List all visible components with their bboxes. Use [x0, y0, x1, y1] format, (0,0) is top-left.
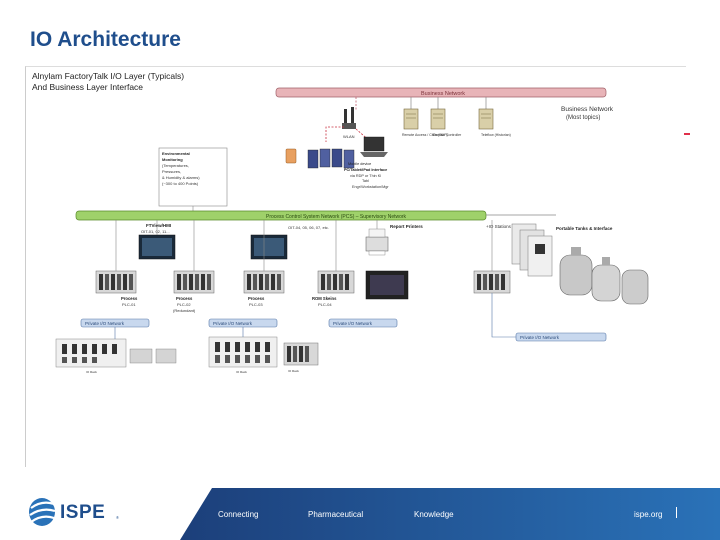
private-io-network-bar [328, 318, 398, 328]
env-monitoring-line-3: (Temperatures, [162, 163, 189, 168]
io-architecture-diagram: Alnylam FactoryTalk I/O Layer (Typicals)… [25, 66, 686, 467]
server-label-3: Teleflow (Historian) [481, 133, 511, 137]
plc-1-label-2: PLC-01 [122, 302, 136, 307]
ftview-label-2: OIT-01, 02, 11... [141, 229, 170, 234]
ispe-logo-icon [29, 498, 56, 526]
io-station-icon [511, 223, 553, 277]
env-monitoring-line-6: (~300 to 400 Points) [162, 181, 199, 186]
business-network-bus-label: Business Network [421, 91, 465, 97]
printer-icon [365, 228, 389, 256]
plc-2-label-2: PLC-02 [177, 302, 191, 307]
private-io-network-label-1: Private I/O Network [85, 321, 125, 326]
io-rack-label-1: IO Rack [86, 370, 97, 374]
plc-2-label-1: Process [176, 296, 193, 301]
business-network-bus [275, 87, 607, 98]
report-printers-label: Report Printers [390, 224, 423, 229]
server-label-1: Remote Access / Citrix (RAP) [402, 133, 448, 137]
diagram-heading-2: And Business Layer Interface [32, 82, 143, 92]
plc-rack-icon [95, 270, 137, 294]
mobile-label-2: PC/Tablet/iPad Interface [344, 168, 387, 172]
plc-1-label-1: Process [121, 296, 138, 301]
io-rack-group [55, 338, 177, 368]
mobile-label-5: Engr/Workstation/Mgr [352, 185, 389, 189]
mobile-label-3: via RDP or Thin Kl [350, 174, 381, 178]
plc-rack-icon [473, 270, 511, 294]
io-rack-group [208, 336, 278, 368]
server-icon [403, 108, 419, 130]
plc-4-label-2: PLC-04 [318, 302, 332, 307]
footer-item-connecting: Connecting [218, 510, 259, 519]
ispe-logo-text: ISPE [60, 502, 106, 523]
io-rack-group [283, 342, 319, 366]
footer-item-knowledge: Knowledge [414, 510, 454, 519]
business-network-label-2: (Most topics) [566, 115, 600, 121]
env-monitoring-line-4: Pressures, [162, 169, 181, 174]
server-label-2: Domain Controller [433, 133, 462, 137]
oit-label: OIT-04, 05, 06, 07, etc. [288, 225, 329, 230]
env-monitoring-line-1: Environmental [162, 151, 190, 156]
slide-accent-mark [684, 133, 690, 135]
business-network-label-1: Business Network [561, 106, 614, 113]
handheld-device-icon [285, 148, 297, 164]
plc-rack-icon [317, 270, 355, 294]
footer-background: ® [0, 488, 720, 540]
footer-divider [676, 507, 677, 518]
server-icon [430, 108, 446, 130]
server-icon [478, 108, 494, 130]
plc-4-label-1: ROM Skeins [312, 296, 337, 301]
hmi-monitor-icon [250, 234, 288, 260]
env-monitoring-line-2: Monitoring [162, 157, 183, 162]
diagram-svg: Alnylam FactoryTalk I/O Layer (Typicals)… [32, 71, 649, 374]
private-io-network-label-2: Private I/O Network [213, 321, 253, 326]
io-rack-label-2: IO Rack [236, 370, 247, 374]
pcs-network-bus [75, 210, 487, 221]
plc-3-label-1: Process [248, 296, 265, 301]
laptop-icon [360, 136, 388, 157]
io-stations-label: +IO Stations [486, 224, 512, 229]
footer-site-link[interactable]: ispe.org [634, 510, 663, 519]
io-rack-label-3: IO Rack [288, 369, 299, 373]
env-monitoring-box [158, 147, 228, 207]
env-monitoring-line-5: & Humidity & alarms) [162, 175, 200, 180]
svg-text:®: ® [116, 515, 119, 520]
slide-title: IO Architecture [30, 28, 181, 51]
tablet-devices-icon [307, 148, 355, 169]
portable-tanks-label: Portable Tanks & Interface [556, 226, 613, 231]
plc-2-label-3: (Redundant) [173, 308, 196, 313]
diagram-heading-1: Alnylam FactoryTalk I/O Layer (Typicals) [32, 71, 184, 81]
plc-rack-icon [173, 270, 215, 294]
touch-panel-icon [365, 270, 409, 300]
ftview-label-1: FTView/HMI [146, 223, 171, 228]
wlan-label: WLAN [343, 134, 355, 139]
wlan-antenna-icon [342, 107, 356, 129]
private-io-network-label-3: Private I/O Network [333, 321, 373, 326]
mobile-label-4: Tabl [362, 179, 369, 183]
footer-bar: ® ISPE Connecting Pharmaceutical Knowled… [0, 488, 720, 540]
plc-3-label-2: PLC-03 [249, 302, 263, 307]
plc-rack-icon [243, 270, 285, 294]
mobile-label-1: Mobile device [348, 162, 371, 166]
portable-tank-icon [559, 247, 649, 305]
footer-item-pharmaceutical: Pharmaceutical [308, 510, 364, 519]
hmi-monitor-icon [138, 234, 176, 260]
private-io-network-label-4: Private I/O Network [520, 335, 560, 340]
pcs-network-bus-label: Process Control System Network (PCS) – S… [266, 214, 407, 220]
